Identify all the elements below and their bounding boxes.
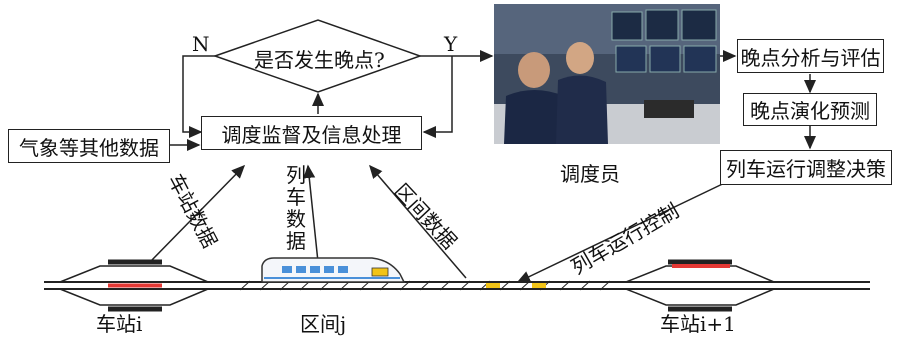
arrow-station-data (149, 164, 246, 263)
station-i-label: 车站i (96, 312, 143, 336)
decision-diamond-label: 是否发生晚点? (254, 48, 385, 72)
station-i-yard (59, 259, 209, 312)
arrow-no-loop (182, 55, 215, 138)
track-balise (532, 283, 546, 288)
arrow-section-data (369, 164, 467, 279)
decision-no-label: N (192, 32, 210, 56)
adjustment-decision-box: 列车运行调整决策 (720, 150, 892, 185)
arrow-control-to-track (516, 177, 736, 283)
weather-data-box: 气象等其他数据 (8, 129, 170, 163)
dispatch-box: 调度监督及信息处理 (201, 116, 422, 150)
train-icon (261, 257, 406, 283)
station-i1-label: 车站i+1 (660, 312, 736, 336)
dispatcher-caption: 调度员 (560, 162, 620, 186)
section-j-label: 区间j (300, 312, 347, 336)
track-balise (486, 283, 500, 288)
decision-yes-label: Y (444, 32, 458, 56)
dispatcher-photo (494, 4, 720, 144)
arrow-dispatcher-to-dispatch (422, 56, 453, 138)
delay-prediction-box: 晚点演化预测 (743, 93, 877, 126)
station-i1-yard (625, 259, 775, 312)
dispatcher-photo-image (494, 4, 720, 144)
delay-analysis-box: 晚点分析与评估 (737, 39, 884, 73)
train-data-label: 列车数据 (286, 163, 306, 253)
arrow-train-data (303, 164, 319, 263)
